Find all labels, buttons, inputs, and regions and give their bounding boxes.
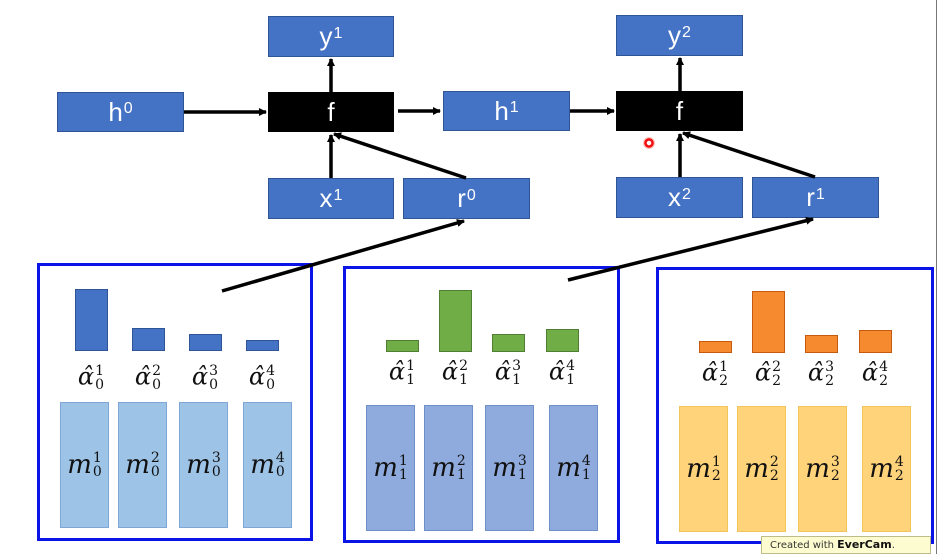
node-label: r bbox=[806, 182, 815, 212]
attention-bar bbox=[752, 291, 785, 353]
arrow-r0-to-f1 bbox=[333, 132, 467, 180]
node-label: h bbox=[108, 96, 123, 127]
node-superscript: 1 bbox=[509, 99, 519, 116]
node-superscript: 1 bbox=[815, 185, 825, 203]
node-label: y bbox=[668, 20, 682, 50]
attention-bar bbox=[492, 334, 525, 352]
node-superscript: 0 bbox=[123, 100, 133, 117]
watermark-suffix: . bbox=[891, 540, 895, 551]
attention-bar bbox=[805, 335, 838, 353]
watermark-text: Created with bbox=[770, 540, 838, 551]
node-superscript: 1 bbox=[333, 24, 343, 42]
node-label: h bbox=[494, 95, 509, 126]
arrow-r1-to-f2 bbox=[682, 131, 816, 179]
f-node-step1: f bbox=[268, 92, 394, 132]
attention-bar bbox=[132, 328, 165, 351]
watermark: Created with EverCam. bbox=[761, 536, 931, 554]
attention-bar bbox=[699, 341, 732, 353]
attention-bar bbox=[439, 290, 472, 352]
node-superscript: 2 bbox=[682, 185, 691, 203]
node-label: y bbox=[319, 21, 333, 51]
attention-bar bbox=[246, 340, 279, 351]
node-superscript: 0 bbox=[466, 186, 476, 204]
attention-bar bbox=[189, 334, 222, 351]
node-label: x bbox=[668, 182, 682, 212]
node-label: r bbox=[457, 183, 466, 213]
watermark-brand: EverCam bbox=[837, 538, 892, 551]
mouse-pointer-indicator bbox=[643, 137, 655, 149]
node-superscript: 2 bbox=[682, 23, 691, 41]
attention-bar bbox=[859, 330, 892, 353]
f-node-step2: f bbox=[616, 91, 743, 131]
attention-bar bbox=[75, 289, 108, 351]
attention-bar bbox=[386, 340, 419, 352]
window-edge bbox=[936, 0, 937, 554]
node-label: x bbox=[319, 183, 333, 213]
attention-bar bbox=[546, 329, 579, 352]
node-superscript: 1 bbox=[333, 186, 343, 204]
node-label: f bbox=[675, 95, 684, 126]
node-label: f bbox=[327, 96, 335, 127]
